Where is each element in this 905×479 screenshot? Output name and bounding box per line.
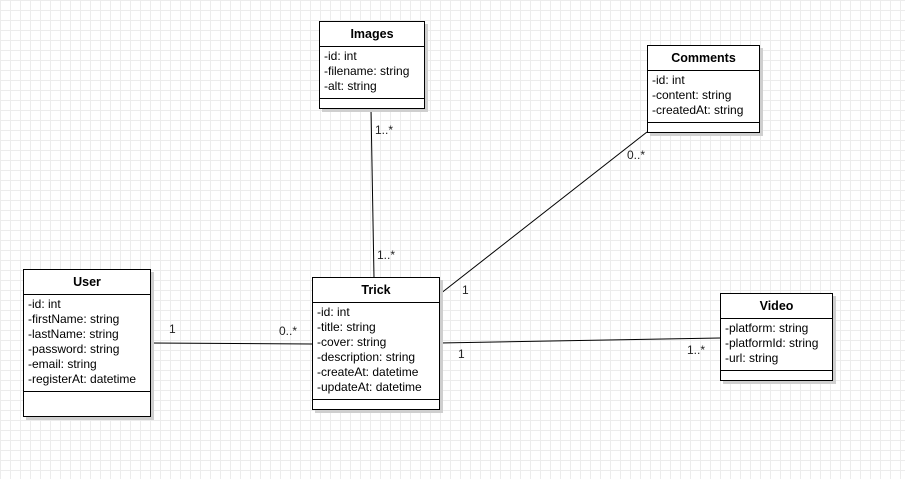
association-trick-video[interactable]	[439, 337, 721, 344]
class-user-operations	[24, 392, 150, 400]
attribute: -url: string	[725, 351, 779, 365]
class-images[interactable]: Images -id: int -filename: string -alt: …	[319, 21, 425, 109]
multiplicity-trick-video-end: 1	[458, 347, 465, 361]
class-comments-name: Comments	[648, 46, 759, 71]
attribute: -id: int	[652, 73, 685, 87]
attribute: -createdAt: string	[652, 103, 744, 117]
class-comments-operations	[648, 123, 759, 131]
class-user-attributes: -id: int -firstName: string -lastName: s…	[24, 295, 150, 392]
class-images-attributes: -id: int -filename: string -alt: string	[320, 47, 424, 99]
class-user[interactable]: User -id: int -firstName: string -lastNa…	[23, 269, 151, 417]
attribute: -password: string	[28, 342, 120, 356]
class-trick-operations	[313, 400, 439, 408]
attribute: -lastName: string	[28, 327, 119, 341]
attribute: -createAt: datetime	[317, 365, 419, 379]
attribute: -email: string	[28, 357, 97, 371]
class-video-name: Video	[721, 294, 832, 319]
attribute: -id: int	[28, 297, 61, 311]
class-video-operations	[721, 371, 832, 379]
attribute: -registerAt: datetime	[28, 372, 137, 386]
attribute: -updateAt: datetime	[317, 380, 422, 394]
attribute: -alt: string	[324, 79, 377, 93]
attribute: -firstName: string	[28, 312, 120, 326]
multiplicity-comments-end: 0..*	[627, 148, 646, 162]
class-comments[interactable]: Comments -id: int -content: string -crea…	[647, 45, 760, 133]
class-trick[interactable]: Trick -id: int -title: string -cover: st…	[312, 277, 440, 410]
association-user-trick[interactable]	[149, 342, 313, 345]
class-images-name: Images	[320, 22, 424, 47]
class-user-name: User	[24, 270, 150, 295]
multiplicity-trick-user-end: 0..*	[279, 324, 298, 338]
multiplicity-images-end: 1..*	[375, 123, 394, 137]
class-trick-name: Trick	[313, 278, 439, 303]
class-trick-attributes: -id: int -title: string -cover: string -…	[313, 303, 439, 400]
class-images-operations	[320, 99, 424, 107]
attribute: -id: int	[324, 49, 357, 63]
multiplicity-trick-images-end: 1..*	[377, 248, 396, 262]
attribute: -cover: string	[317, 335, 387, 349]
multiplicity-user-end: 1	[169, 322, 176, 336]
attribute: -content: string	[652, 88, 732, 102]
attribute: -platform: string	[725, 321, 809, 335]
class-video-attributes: -platform: string -platformId: string -u…	[721, 319, 832, 371]
class-comments-attributes: -id: int -content: string -createdAt: st…	[648, 71, 759, 123]
attribute: -description: string	[317, 350, 416, 364]
association-comments-trick[interactable]	[439, 131, 648, 295]
attribute: -filename: string	[324, 64, 410, 78]
multiplicity-trick-comments-end: 1	[462, 283, 469, 297]
association-images-trick[interactable]	[370, 107, 375, 279]
multiplicity-video-end: 1..*	[687, 343, 706, 357]
class-video[interactable]: Video -platform: string -platformId: str…	[720, 293, 833, 381]
attribute: -title: string	[317, 320, 376, 334]
attribute: -id: int	[317, 305, 350, 319]
attribute: -platformId: string	[725, 336, 819, 350]
